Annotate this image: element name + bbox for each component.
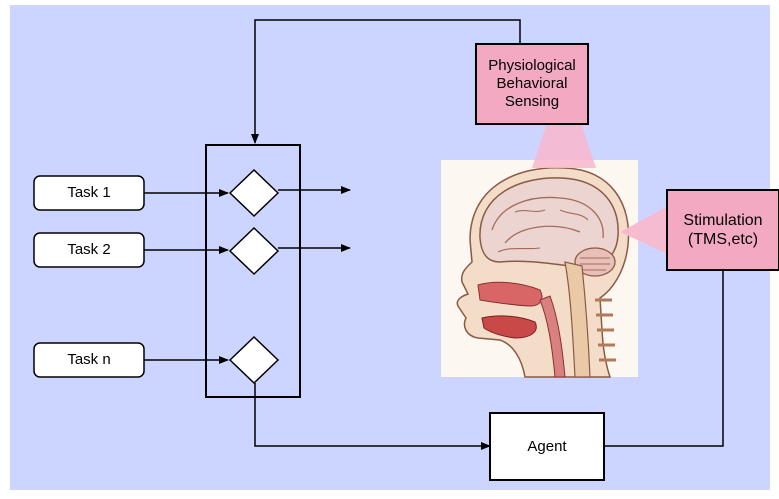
sensing-callout-pointer <box>532 120 596 168</box>
task-selector-box <box>205 144 301 398</box>
brain-head-cross-section-icon <box>456 166 630 378</box>
gate-diamond-1 <box>228 168 280 218</box>
agent-to-stimulation-line <box>604 250 727 447</box>
gate-diamond-n <box>228 335 280 385</box>
task-2-box[interactable] <box>33 232 145 268</box>
task-n-box[interactable] <box>33 342 145 378</box>
task-to-agent-line <box>254 383 491 450</box>
agent-box[interactable] <box>489 412 605 481</box>
sensing-feedback-line <box>251 19 521 144</box>
task-1-box[interactable] <box>33 175 145 211</box>
stimulation-box[interactable] <box>666 189 779 271</box>
stimulation-callout-pointer <box>620 205 670 255</box>
gate-diamond-2 <box>228 226 280 276</box>
sensing-box[interactable] <box>475 43 589 125</box>
